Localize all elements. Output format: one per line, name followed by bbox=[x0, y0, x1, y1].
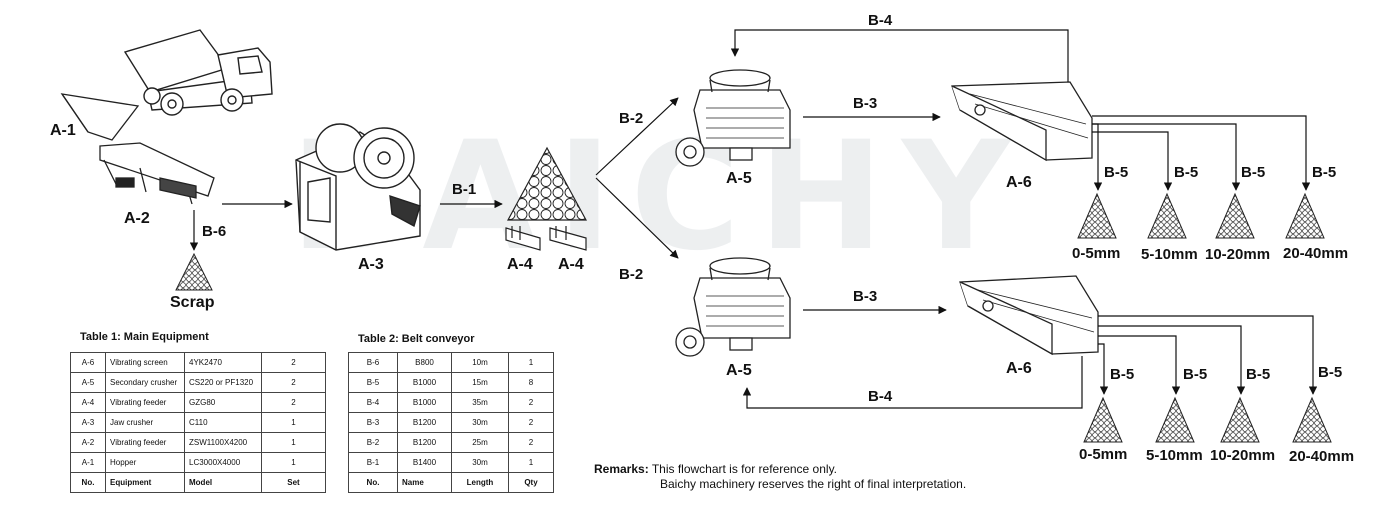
b5-top-2 bbox=[1092, 131, 1173, 191]
product-top-20-40: 20-40mm bbox=[1283, 245, 1349, 262]
remarks: Remarks: This flowchart is for reference… bbox=[594, 462, 966, 492]
label-b5-top-4: B-5 bbox=[1312, 164, 1337, 181]
b2-top-arrow bbox=[595, 97, 679, 176]
label-b5-top-3: B-5 bbox=[1241, 164, 1266, 181]
b5-bottom-4 bbox=[1098, 315, 1318, 395]
label-b4-bottom: B-4 bbox=[868, 388, 893, 405]
b5-top-4 bbox=[1092, 115, 1311, 191]
b5-top-3 bbox=[1092, 123, 1241, 191]
scrap-pile-icon bbox=[175, 252, 213, 291]
product-piles-top bbox=[1077, 192, 1325, 239]
remarks-label: Remarks: bbox=[594, 462, 649, 476]
product-bottom-5-10: 5-10mm bbox=[1146, 447, 1203, 464]
label-b5-bottom-2: B-5 bbox=[1183, 366, 1208, 383]
label-scrap: Scrap bbox=[170, 294, 215, 311]
product-top-0-5: 0-5mm bbox=[1072, 245, 1121, 262]
label-a4-left: A-4 bbox=[507, 256, 533, 273]
product-bottom-20-40: 20-40mm bbox=[1289, 448, 1355, 465]
vibrating-screen-bottom-icon bbox=[959, 275, 1099, 356]
cone-crusher-top-icon bbox=[675, 69, 791, 167]
label-a6-top: A-6 bbox=[1006, 174, 1032, 191]
product-bottom-10-20: 10-20mm bbox=[1210, 447, 1276, 464]
label-b5-bottom-4: B-5 bbox=[1318, 364, 1343, 381]
label-b5-bottom-1: B-5 bbox=[1110, 366, 1135, 383]
product-bottom-0-5: 0-5mm bbox=[1079, 446, 1128, 463]
tunnel-feeders-icon bbox=[505, 226, 587, 251]
table2-title: Table 2: Belt conveyor bbox=[358, 333, 475, 345]
vibrating-feeder-icon bbox=[99, 142, 215, 205]
label-b6: B-6 bbox=[202, 223, 227, 240]
label-a5-bottom: A-5 bbox=[726, 362, 752, 379]
label-b3-bottom: B-3 bbox=[853, 288, 878, 305]
label-b5-top-2: B-5 bbox=[1174, 164, 1199, 181]
b2-bottom-arrow bbox=[595, 177, 679, 259]
stockpile-icon bbox=[506, 146, 588, 221]
label-a1: A-1 bbox=[50, 122, 76, 139]
label-b2-bottom: B-2 bbox=[619, 266, 644, 283]
label-a5-top: A-5 bbox=[726, 170, 752, 187]
label-b1: B-1 bbox=[452, 181, 477, 198]
hopper-icon bbox=[60, 93, 140, 141]
jaw-crusher-icon bbox=[295, 123, 421, 251]
cone-crusher-bottom-icon bbox=[675, 257, 791, 357]
remarks-line1: This flowchart is for reference only. bbox=[651, 462, 838, 476]
label-a4-right: A-4 bbox=[558, 256, 584, 273]
b5-top-1 bbox=[1092, 123, 1103, 191]
b5-bottom-2 bbox=[1098, 335, 1181, 395]
label-a2: A-2 bbox=[124, 210, 150, 227]
table1-title: Table 1: Main Equipment bbox=[80, 331, 209, 343]
b5-bottom-3 bbox=[1098, 325, 1246, 395]
dump-truck-icon bbox=[123, 29, 273, 116]
label-b5-top-1: B-5 bbox=[1104, 164, 1129, 181]
label-a6-bottom: A-6 bbox=[1006, 360, 1032, 377]
b5-bottom-1 bbox=[1098, 343, 1109, 395]
product-piles-bottom bbox=[1083, 396, 1332, 443]
label-b2-top: B-2 bbox=[619, 110, 644, 127]
label-a3: A-3 bbox=[358, 256, 384, 273]
remarks-line2: Baichy machinery reserves the right of f… bbox=[660, 477, 967, 491]
label-b4-top: B-4 bbox=[868, 12, 893, 29]
b4-bottom-return bbox=[742, 356, 1083, 409]
label-b5-bottom-3: B-5 bbox=[1246, 366, 1271, 383]
product-top-5-10: 5-10mm bbox=[1141, 246, 1198, 263]
vibrating-screen-top-icon bbox=[951, 81, 1093, 162]
label-b3-top: B-3 bbox=[853, 95, 878, 112]
b4-top-return bbox=[730, 29, 1069, 82]
product-top-10-20: 10-20mm bbox=[1205, 246, 1271, 263]
